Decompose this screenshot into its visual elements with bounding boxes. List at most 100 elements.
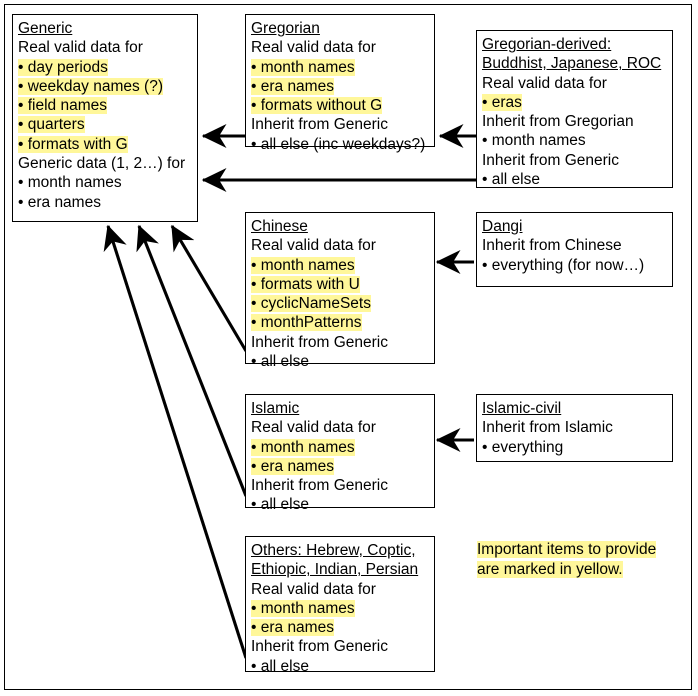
generic-line-text: • formats with G — [18, 135, 128, 153]
gregorian-derived-line-text: • all else — [482, 171, 540, 189]
gregorian-derived-line-text: Real valid data for — [482, 74, 607, 92]
islamic-line-text: Real valid data for — [251, 419, 376, 437]
generic-line: • month names — [18, 173, 197, 192]
gregorian-line: • all else (inc weekdays?) — [251, 135, 434, 154]
others-line-text: Others: Hebrew, Coptic, — [251, 542, 416, 559]
gregorian-derived-line: Buddhist, Japanese, ROC — [482, 54, 672, 73]
generic-line: • formats with G — [18, 135, 197, 154]
chinese-line: Inherit from Generic — [251, 333, 434, 352]
gregorian-line: Gregorian — [251, 19, 434, 38]
others-line-text: • era names — [251, 619, 334, 637]
gregorian-line: • month names — [251, 58, 434, 77]
chinese-line-text: Chinese — [251, 218, 308, 235]
islamic-civil-line-text: Inherit from Islamic — [482, 419, 613, 437]
generic-line: • weekday names (?) — [18, 77, 197, 96]
others-line: Inherit from Generic — [251, 637, 434, 656]
chinese-line-text: • all else — [251, 353, 309, 371]
gregorian-derived-line-text: Gregorian-derived: — [482, 36, 612, 53]
gregorian-line-text: • all else (inc weekdays?) — [251, 135, 426, 153]
islamic-civil-line: Inherit from Islamic — [482, 418, 672, 437]
generic-line-text: • day periods — [18, 58, 108, 76]
generic-line: Generic — [18, 19, 197, 38]
legend-line-text: are marked in yellow. — [477, 561, 623, 578]
generic-line-text: Generic — [18, 20, 73, 37]
dangi-line: Dangi — [482, 217, 672, 236]
islamic-civil-line: • everything — [482, 438, 672, 457]
gregorian-derived-line: • all else — [482, 170, 672, 189]
generic-line-text: • quarters — [18, 116, 85, 134]
dangi-line-text: • everything (for now…) — [482, 256, 645, 274]
others-box: Others: Hebrew, Coptic, Ethiopic, Indian,… — [245, 536, 435, 675]
gregorian-derived-box: Gregorian-derived:Buddhist, Japanese, RO… — [476, 30, 673, 188]
islamic-line: • month names — [251, 438, 434, 457]
others-line: • era names — [251, 618, 434, 637]
generic-line-text: • month names — [18, 174, 122, 192]
chinese-line-text: • monthPatterns — [251, 314, 362, 332]
dangi-line-text: Dangi — [482, 218, 523, 235]
gregorian-derived-line: Gregorian-derived: — [482, 35, 672, 54]
islamic-line: Inherit from Generic — [251, 476, 434, 495]
generic-line-text: • weekday names (?) — [18, 77, 163, 95]
gregorian-line-text: • era names — [251, 77, 334, 95]
gregorian-derived-line: • month names — [482, 131, 672, 150]
dangi-line: Inherit from Chinese — [482, 236, 672, 255]
chinese-line: • cyclicNameSets — [251, 294, 434, 313]
islamic-civil-line: Islamic-civil — [482, 399, 672, 418]
chinese-line: • month names — [251, 256, 434, 275]
gregorian-derived-line-text: Inherit from Generic — [482, 151, 619, 169]
generic-line: • quarters — [18, 115, 197, 134]
islamic-line: Real valid data for — [251, 418, 434, 437]
others-line: • month names — [251, 599, 434, 618]
islamic-civil-line-text: Islamic-civil — [482, 400, 562, 417]
islamic-line-text: • all else — [251, 496, 309, 514]
others-line: • all else — [251, 657, 434, 676]
others-line-text: Inherit from Generic — [251, 638, 388, 656]
gregorian-derived-line: Inherit from Gregorian — [482, 112, 672, 131]
generic-line-text: • field names — [18, 97, 107, 115]
others-line-text: Ethiopic, Indian, Persian — [251, 561, 419, 579]
generic-line: Real valid data for — [18, 38, 197, 57]
legend-note: Important items to provide are marked in … — [477, 540, 677, 588]
gregorian-line: Real valid data for — [251, 38, 434, 57]
gregorian-line-text: • formats without G — [251, 97, 383, 115]
chinese-line: • all else — [251, 352, 434, 371]
legend-line: Important items to provide — [477, 540, 677, 560]
others-line-text: • month names — [251, 599, 355, 617]
gregorian-line-text: Gregorian — [251, 20, 320, 37]
gregorian-derived-line: Inherit from Generic — [482, 151, 672, 170]
others-line-text: • all else — [251, 657, 309, 675]
chinese-line-text: • month names — [251, 256, 355, 274]
generic-line: • era names — [18, 193, 197, 212]
gregorian-line-text: Inherit from Generic — [251, 116, 388, 134]
gregorian-line: Inherit from Generic — [251, 115, 434, 134]
others-line: Real valid data for — [251, 580, 434, 599]
chinese-line-text: • cyclicNameSets — [251, 295, 371, 313]
islamic-line: • all else — [251, 495, 434, 514]
generic-line-text: Real valid data for — [18, 39, 143, 57]
others-line: Ethiopic, Indian, Persian — [251, 560, 434, 579]
generic-line-text: • era names — [18, 193, 101, 211]
gregorian-derived-line-text: Inherit from Gregorian — [482, 113, 634, 131]
islamic-line-text: • month names — [251, 438, 355, 456]
generic-line: • field names — [18, 96, 197, 115]
gregorian-derived-line: • eras — [482, 93, 672, 112]
islamic-line-text: Islamic — [251, 400, 300, 417]
generic-line: • day periods — [18, 58, 197, 77]
gregorian-line-text: • month names — [251, 58, 355, 76]
legend-line-text: Important items to provide — [477, 541, 657, 558]
gregorian-derived-line-text: • month names — [482, 132, 586, 150]
dangi-line: • everything (for now…) — [482, 256, 672, 275]
gregorian-line: • era names — [251, 77, 434, 96]
chinese-line: Real valid data for — [251, 236, 434, 255]
gregorian-line-text: Real valid data for — [251, 39, 376, 57]
chinese-line-text: Inherit from Generic — [251, 333, 388, 351]
generic-line-text: Generic data (1, 2…) for — [18, 155, 186, 173]
chinese-line: • monthPatterns — [251, 313, 434, 332]
gregorian-derived-line: Real valid data for — [482, 74, 672, 93]
gregorian-line: • formats without G — [251, 96, 434, 115]
